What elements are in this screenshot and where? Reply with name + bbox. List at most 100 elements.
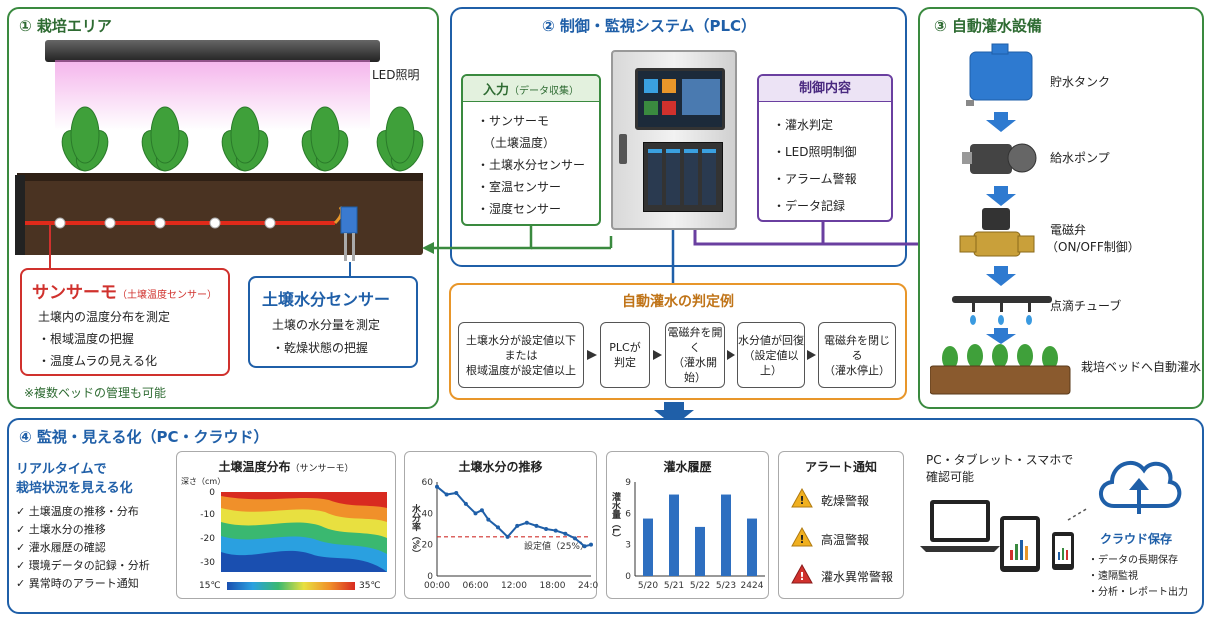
input-item-1: ・サンサーモ [477,114,550,128]
moisture-line-2: ・乾燥状態の把握 [272,341,369,355]
x-tick-label: 18:00 [540,581,566,591]
heatmap-plot [221,492,387,572]
valve-label: 電磁弁 [1050,223,1087,237]
control-title: 制御内容 [759,76,891,102]
judge-step-3: 電磁弁を開く （灌水開始） [665,322,725,388]
svg-text:!: ! [799,533,804,546]
plc-modules [643,142,723,212]
control-box: 制御内容 ・灌水判定 ・LED照明制御 ・アラーム警報 ・データ記録 [757,74,893,222]
monitoring-intro-1: リアルタイムで [16,462,107,477]
moisture-chart-title: 土壌水分の推移 [458,460,543,474]
soil-moisture-chart-panel: 土壌水分の推移 020406000:0006:0012:0018:0024:00… [404,451,598,599]
moisture-data-point [473,511,478,516]
cloud-item-3: ・分析・レポート出力 [1088,587,1188,598]
warning-icon: ! [791,527,813,547]
irrigation-panel: ③ 自動灌水設備 [918,7,1204,409]
moisture-sensor-icon [340,206,358,234]
devices-illustration [920,500,1088,572]
sunthermo-subtitle: （土壌温度センサー） [117,290,217,301]
drip-tube-icon [952,296,1052,325]
moisture-data-point [589,542,593,547]
cloud-item-2: ・遠隔監視 [1088,571,1138,582]
water-tank-icon [966,43,1033,106]
multi-bed-note: ※複数ベッドの管理も可能 [24,386,167,400]
heatmap-depth-label: 深さ（cm） [181,477,226,486]
pump-label: 給水ポンプ [1050,151,1110,165]
moisture-data-point [553,528,558,533]
moisture-data-point [534,523,539,528]
heatmap-max-label: 35℃ [359,581,381,591]
moisture-data-point [544,527,549,531]
sunthermo-line-3: ・温度ムラの見える化 [38,354,158,368]
input-item-5: ・湿度センサー [477,202,562,216]
y-tick-label: 40 [422,509,434,519]
heatmap-colorbar [227,582,355,590]
control-item-3: ・アラーム警報 [773,172,857,186]
moisture-line-1: 土壌の水分量を測定 [272,318,381,332]
irrigation-title: ③ 自動灌水設備 [934,17,1042,35]
threshold-label: 設定値（25%） [524,540,589,552]
moisture-data-point [563,531,568,536]
soil-temp-heatmap-panel: 土壌温度分布（サンサーモ） 深さ（cm） 0 -10 -20 -30 15℃ 3… [176,451,396,599]
x-tick-label: 5/22 [690,581,710,591]
heatmap-tick-0: 0 [209,488,215,498]
irrigation-equipment-illustration [930,43,1071,395]
monitoring-title: ④ 監視・見える化（PC・クラウド） [19,428,269,446]
svg-text:!: ! [799,570,804,583]
plc-title: ② 制御・監視システム（PLC） [542,17,757,35]
devices-label-2: 確認可能 [926,470,975,484]
check-item-5: ✓ 異常時のアラート通知 [16,577,139,590]
irrigation-bar [669,494,679,576]
moisture-data-point [463,501,468,506]
alert-item-irrigation: 灌水異常警報 [821,570,894,584]
warning-icon: ! [791,488,813,508]
auto-irrigation-label: 栽培ベッドへ自動灌水 [1081,360,1202,374]
heatmap-title: 土壌温度分布 [218,460,291,474]
plc-touch-screen [635,68,725,130]
moisture-sensor-title: 土壌水分センサー [262,290,391,309]
y-tick-label: 6 [625,509,631,519]
alert-panel: アラート通知 ! 乾燥警報 ! 高温警報 ! 灌水異常警報 [778,451,904,599]
y-axis-label: 灌水量（L） [610,491,622,543]
monitoring-intro-2: 栽培状況を見える化 [16,481,133,496]
input-box: 入力（データ収集） ・サンサーモ （土壌温度） ・土壌水分センサー ・室温センサ… [461,74,601,226]
x-tick-label: 5/23 [716,581,736,591]
judge-step-2: PLCが 判定 [600,322,650,388]
x-tick-label: 06:00 [463,581,489,591]
irrigation-bar [747,518,757,576]
heatmap-subtitle: （サンサーモ） [290,464,354,474]
irrigation-bar [721,494,731,576]
y-tick-label: 9 [625,478,631,488]
sunthermo-line-2: ・根域温度の把握 [38,332,135,346]
alert-title: アラート通知 [804,460,877,474]
devices-label-1: PC・タブレット・スマホで [926,453,1074,467]
led-label: LED照明 [372,68,420,82]
check-item-3: ✓ 灌水履歴の確認 [16,541,106,554]
x-tick-label: 5/21 [664,581,684,591]
solenoid-valve-icon [959,208,1035,257]
x-tick-label: 12:00 [501,581,527,591]
error-warning-icon: ! [791,564,813,584]
x-tick-label: 24:00 [578,581,598,591]
tank-label: 貯水タンク [1050,75,1111,89]
heatmap-tick-1: -10 [200,510,215,520]
cultivation-bed-small-icon [930,344,1071,395]
sunthermo-title: サンサーモ [32,283,117,303]
sunthermo-line-1: 土壌内の温度分布を測定 [38,310,171,324]
cultivation-area-title: ① 栽培エリア [19,17,112,35]
judgement-title: 自動灌水の判定例 [622,294,734,310]
irrigation-bar [643,518,653,576]
control-item-1: ・灌水判定 [773,118,834,132]
moisture-data-point [582,544,587,549]
irrigation-bar [695,526,705,576]
judge-step-1: 土壌水分が設定値以下 または 根域温度が設定値以上 [458,322,584,388]
x-tick-label: 2424 [741,581,764,591]
moisture-data-point [515,523,520,528]
x-tick-label: 5/20 [638,581,658,591]
sunthermo-box: サンサーモ（土壌温度センサー） 土壌内の温度分布を測定 ・根域温度の把握 ・温度… [20,268,230,376]
plc-cabinet-icon [611,50,737,230]
input-item-3: ・土壌水分センサー [477,158,586,172]
